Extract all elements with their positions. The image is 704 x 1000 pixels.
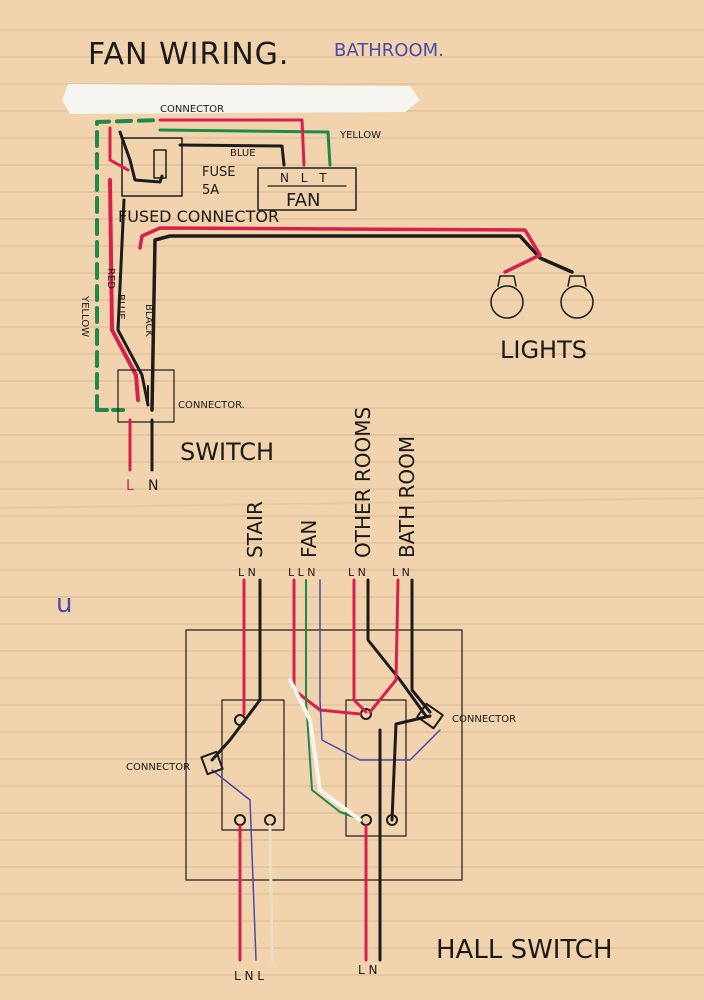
other-rooms-live-wire — [352, 578, 368, 714]
connector-right-out — [390, 714, 432, 822]
stair-neutral-wire — [210, 578, 262, 762]
connector-left-label: CONNECTOR — [126, 762, 190, 773]
fused-connector-red — [108, 126, 130, 172]
connector-left-block — [200, 750, 224, 776]
switch-live-label: L — [126, 478, 134, 494]
fan-live-wire-2 — [305, 579, 363, 821]
scribble-mark: u — [56, 589, 72, 619]
page-subtitle: BATHROOM. — [334, 40, 444, 61]
fan-terminals: N L T — [280, 171, 331, 185]
fuse-rating: 5A — [202, 183, 219, 198]
fuse-symbol — [153, 149, 167, 179]
circuit-bathroom-label: BATH ROOM — [395, 436, 419, 558]
blue-label: BLUE — [230, 148, 256, 159]
terminal-left-bottom-a — [234, 814, 246, 826]
neutral-wire-fan — [178, 143, 286, 167]
bottom-diagram — [185, 578, 463, 962]
red-vertical-wire — [108, 178, 140, 402]
connector-right-label: CONNECTOR — [452, 714, 516, 725]
fan-label: FAN — [286, 190, 320, 211]
fold-crease — [0, 497, 704, 509]
black-lights-wire — [150, 234, 574, 412]
fan-switched-wire — [288, 678, 362, 822]
fan-neutral-wire — [319, 579, 441, 761]
bottom-right-terminals: L N — [358, 963, 377, 977]
switch-plate-left — [221, 699, 285, 831]
bottom-left-terminals: L N L — [234, 969, 264, 983]
light-holder-right — [567, 275, 587, 287]
lights-label: LIGHTS — [500, 336, 587, 364]
connector-switch-label: CONNECTOR. — [178, 400, 245, 411]
hall-switch-box — [185, 629, 463, 881]
earth-wire-fan — [158, 128, 332, 167]
connector-top-label: CONNECTOR — [160, 104, 224, 115]
yellow-side-label: YELLOW — [79, 295, 90, 337]
switch-label: SWITCH — [180, 438, 274, 466]
fused-connector-label: FUSED CONNECTOR — [118, 207, 279, 226]
red-wire-label: RED — [105, 268, 116, 289]
circuit-bathroom-terminals: L N — [392, 566, 410, 579]
earth-wire-top — [95, 118, 162, 412]
blue-side-label: BLUE — [115, 294, 126, 320]
terminal-left-bottom-b — [264, 814, 276, 826]
page-title: FAN WIRING. — [88, 37, 289, 72]
black-vertical-wire — [116, 198, 150, 407]
circuit-stair-label: STAIR — [243, 501, 267, 558]
other-rooms-neutral-wire — [366, 578, 428, 718]
light-bulb-left — [490, 285, 524, 319]
fused-connector-black — [118, 130, 164, 184]
fan-box — [257, 167, 357, 211]
black-label: BLACK — [143, 304, 154, 337]
circuit-other-rooms-terminals: L N — [348, 566, 366, 579]
correction-tape — [62, 84, 420, 114]
connector-right-block — [416, 702, 444, 730]
circuit-stair-terminals: L N — [238, 566, 256, 579]
switch-neutral-label: N — [148, 478, 158, 494]
fuse-label: FUSE — [202, 165, 235, 180]
switch-box — [117, 369, 175, 423]
stair-neutral-down — [211, 769, 257, 961]
top-diagram — [95, 118, 594, 472]
light-bulb-right — [560, 285, 594, 319]
switch-plate-right — [345, 699, 407, 837]
live-wire-fan — [158, 118, 306, 167]
circuit-fan-label: FAN — [297, 520, 321, 558]
hall-switch-label: HALL SWITCH — [436, 935, 613, 965]
yellow-label: YELLOW — [339, 130, 381, 141]
bathroom-live-wire — [368, 578, 400, 714]
fan-live-wire-1 — [292, 578, 362, 716]
light-holder-left — [497, 275, 517, 287]
circuit-other-rooms-label: OTHER ROOMS — [351, 407, 375, 558]
red-lights-wire — [138, 226, 542, 274]
stair-switched-down — [268, 824, 274, 962]
bathroom-neutral-wire — [410, 578, 432, 714]
circuit-fan-terminals: L L N — [288, 566, 315, 579]
